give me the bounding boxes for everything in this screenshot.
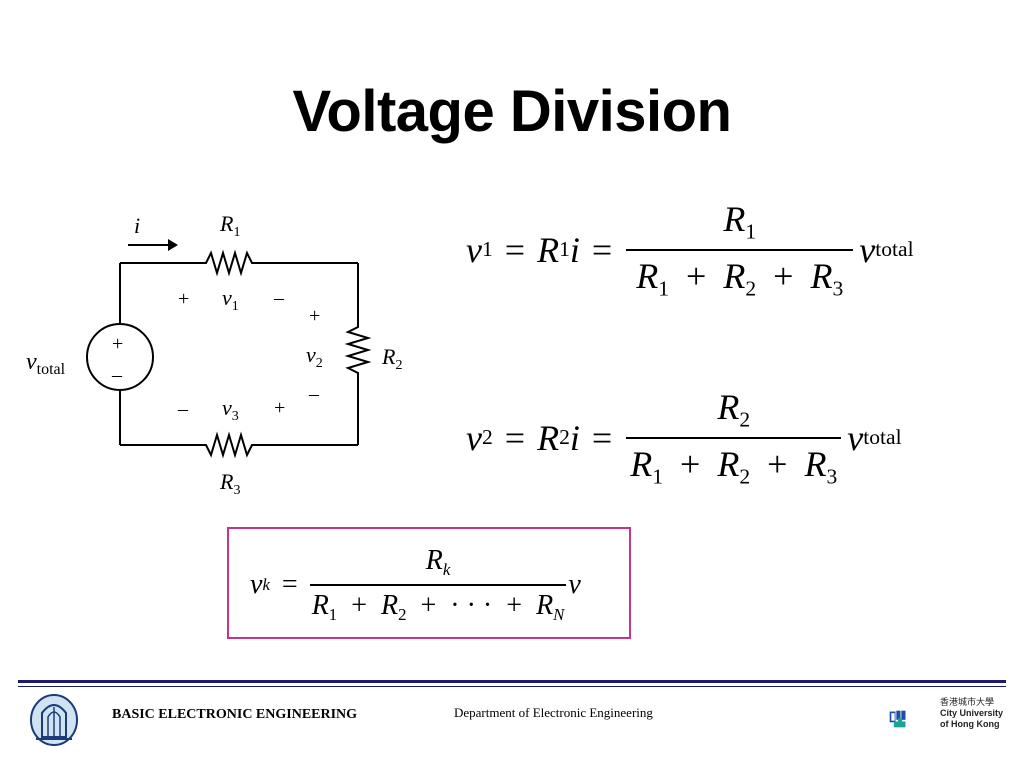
eq3-lhs-sub: k bbox=[262, 574, 270, 594]
eq1-i: i bbox=[569, 229, 580, 270]
eq2-fraction: R2 R1 + R2 + R3 bbox=[626, 386, 842, 490]
source-plus: + bbox=[112, 333, 123, 355]
vtotal-label: vtotal bbox=[26, 349, 66, 378]
v1-label: v1 bbox=[222, 285, 239, 314]
eq1-fraction: R1 R1 + R2 + R3 bbox=[626, 198, 854, 302]
eq1-numerator: R1 bbox=[723, 199, 757, 244]
eq1-equals-2: = bbox=[591, 229, 613, 270]
eq1-denominator: R1 + R2 + R3 bbox=[626, 248, 854, 302]
eq2-v: v bbox=[847, 417, 864, 458]
v3-minus: – bbox=[177, 398, 189, 420]
university-crest-icon bbox=[30, 694, 78, 746]
eq1-v-sub: total bbox=[875, 237, 914, 262]
eq3-fraction: Rk R1 + R2 + · · · + RN bbox=[309, 545, 567, 625]
eq1-lhs: v bbox=[466, 229, 482, 270]
eq2-i: i bbox=[569, 417, 580, 458]
department-name: Department of Electronic Engineering bbox=[454, 705, 653, 720]
v3-label: v3 bbox=[222, 395, 239, 424]
v1-plus: + bbox=[178, 288, 189, 310]
v2-minus: – bbox=[308, 383, 320, 405]
footer-rule-thin bbox=[18, 686, 1006, 687]
r1-label: R1 bbox=[219, 211, 240, 240]
eq2-numerator: R2 bbox=[717, 387, 751, 432]
v1-minus: – bbox=[273, 287, 285, 309]
cityu-name-en-1: City University bbox=[940, 708, 1004, 718]
eq1-v: v bbox=[859, 229, 876, 270]
r3-label: R3 bbox=[219, 469, 240, 498]
course-name: BASIC ELECTRONIC ENGINEERING bbox=[112, 707, 358, 722]
eq2-lhs-sub: 2 bbox=[481, 425, 493, 450]
v3-plus: + bbox=[274, 397, 285, 419]
eq3-v: v bbox=[568, 568, 581, 600]
current-label: i bbox=[134, 213, 140, 238]
eq2-r-sub: 2 bbox=[559, 425, 570, 450]
source-minus: – bbox=[111, 364, 123, 386]
eq1-r-sub: 1 bbox=[559, 237, 570, 262]
cityu-name-en-2: of Hong Kong bbox=[940, 719, 1000, 729]
wire-right bbox=[344, 263, 372, 445]
eq2-v-sub: total bbox=[863, 425, 902, 450]
general-formula-box bbox=[227, 527, 631, 639]
eq1-equals: = bbox=[504, 229, 526, 270]
wire-top bbox=[120, 249, 358, 277]
v2-plus: + bbox=[309, 305, 320, 327]
v2-label: v2 bbox=[306, 342, 323, 371]
eq2-r: R bbox=[537, 417, 560, 458]
cityu-logo-icon bbox=[889, 710, 906, 728]
wire-bottom bbox=[120, 431, 358, 459]
eq1-lhs-sub: 1 bbox=[481, 237, 493, 262]
slide-title: Voltage Division bbox=[292, 79, 732, 144]
cityu-name-cn: 香港城市大學 bbox=[940, 697, 995, 707]
eq3-denominator: R1 + R2 + · · · + RN bbox=[309, 583, 567, 625]
eq2-equals-2: = bbox=[591, 417, 613, 458]
r2-label: R2 bbox=[381, 344, 402, 373]
cityu-wordmark: 香港城市大學 City University of Hong Kong bbox=[940, 697, 1003, 730]
footer-rule-thick bbox=[18, 680, 1006, 683]
eq2-denominator: R1 + R2 + R3 bbox=[626, 436, 842, 490]
voltage-source bbox=[86, 323, 154, 391]
eq3-lhs: v bbox=[250, 568, 263, 600]
eq2-lhs: v bbox=[466, 417, 482, 458]
eq3-equals: = bbox=[281, 568, 298, 600]
eq1-r: R bbox=[537, 229, 560, 270]
voltage-divider-circuit: i R1 R2 R3 + v1 – + v2 – – v3 + + – vtot… bbox=[26, 211, 402, 498]
eq2-equals: = bbox=[504, 417, 526, 458]
eq3-numerator: Rk bbox=[425, 545, 451, 579]
